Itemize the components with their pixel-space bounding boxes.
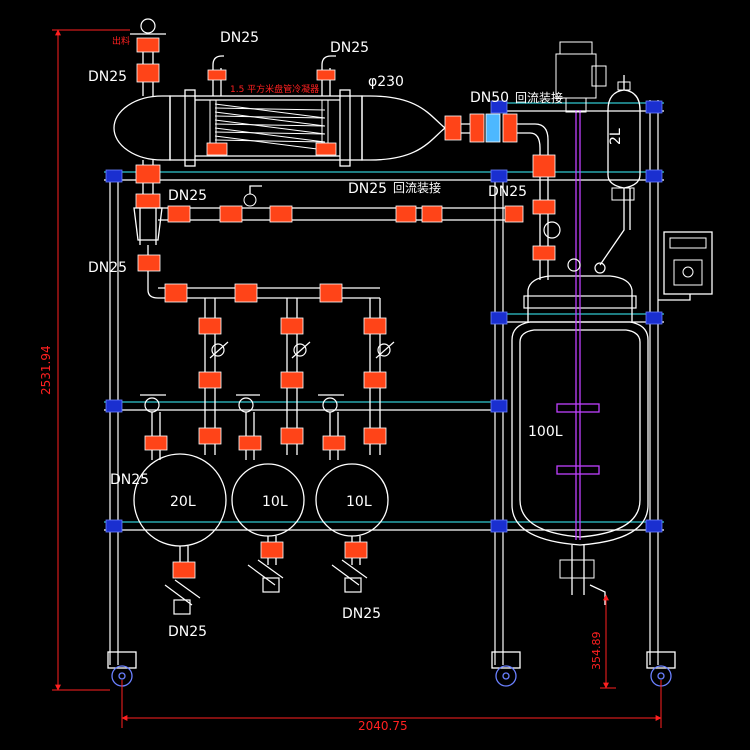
coil-condenser [113, 18, 556, 240]
label-phi230: φ230 [368, 74, 404, 90]
label-dn25-middle-right: DN25 [488, 184, 527, 200]
label-dn25-bottom-left: DN25 [168, 624, 207, 640]
label-dim-width: 2040.75 [358, 719, 408, 733]
label-dn50-suffix: 回流装接 [515, 90, 563, 105]
label-dn50: DN50 [470, 90, 509, 106]
valve-tag: 出料 [112, 35, 130, 47]
label-flask-20l: 20L [170, 494, 196, 510]
label-dn25-middle-center-suffix: 回流装接 [393, 180, 441, 195]
diagram-labels: 出料 DN25 DN25 DN25 φ230 1.5 平方米盘管冷凝器 DN50… [39, 30, 624, 733]
receiving-flasks [133, 453, 389, 615]
label-dn25-lower-left: DN25 [88, 260, 127, 276]
label-dim-height: 2531.94 [39, 345, 53, 395]
label-reactor-100l: 100L [528, 424, 563, 440]
label-dn25-top-left: DN25 [88, 69, 127, 85]
jacketed-reactor [511, 41, 649, 605]
reflux-manifold [133, 185, 524, 460]
label-dn25-condenser-right: DN25 [330, 40, 369, 56]
label-condenser-spec: 1.5 平方米盘管冷凝器 [230, 83, 319, 95]
control-box [658, 231, 713, 301]
label-flask-10l-b: 10L [346, 494, 372, 510]
label-dn25-condenser-left: DN25 [220, 30, 259, 46]
dimension-lines [52, 29, 662, 728]
label-funnel-2l: 2L [608, 128, 624, 145]
label-dim-outlet: 354.89 [590, 632, 603, 671]
label-dn25-flask-left: DN25 [110, 472, 149, 488]
label-dn25-middle-center: DN25 [348, 181, 387, 197]
label-flask-10l-a: 10L [262, 494, 288, 510]
label-dn25-bottom-center: DN25 [342, 606, 381, 622]
label-dn25-middle-left: DN25 [168, 188, 207, 204]
